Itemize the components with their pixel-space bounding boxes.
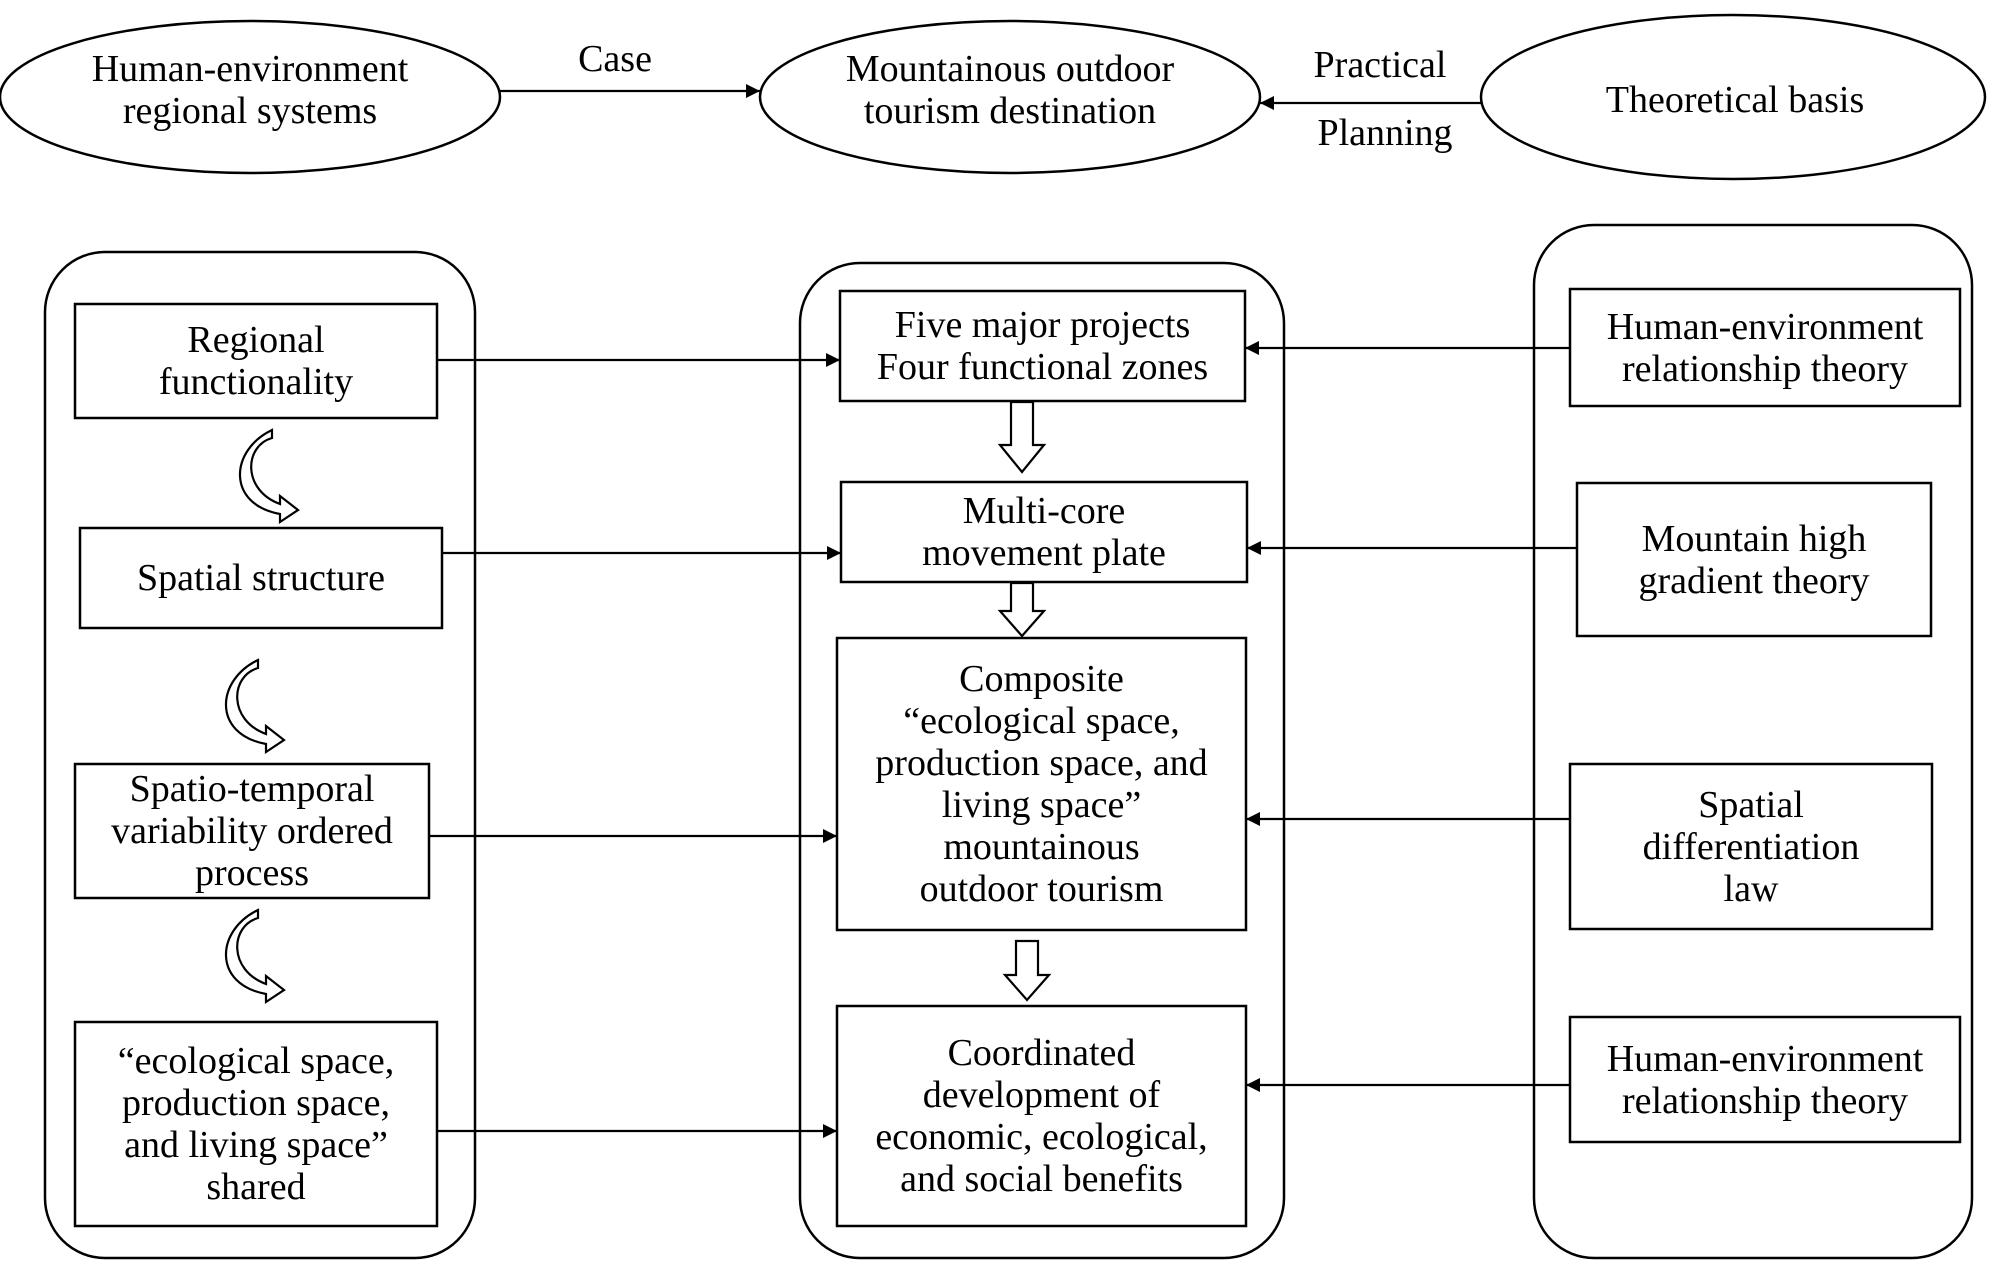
center-box-3	[835, 636, 1248, 932]
right-box-4	[1568, 1015, 1962, 1144]
label-mountainous-destination: Mountainous outdoor tourism destination	[845, 48, 1175, 132]
left-panel	[43, 250, 477, 1260]
label-human-environment-theory-1: Human-environment relationship theory	[1606, 305, 1924, 390]
right-panel	[1532, 223, 1974, 1260]
label-spatial-differentiation-law: Spatial differentiation law	[1642, 783, 1860, 910]
center-box-1	[838, 289, 1247, 403]
label-coordinated-development: Coordinated development of economic, eco…	[875, 1032, 1208, 1200]
ellipse-human-environment-systems	[0, 19, 502, 175]
label-planning: Planning	[1317, 112, 1453, 154]
curved-arrow-2	[224, 658, 286, 754]
down-arrow-2	[997, 581, 1047, 638]
ellipse-theoretical-basis	[1479, 13, 1987, 181]
label-practical: Practical	[1313, 44, 1447, 86]
label-mountain-gradient-theory: Mountain high gradient theory	[1638, 517, 1870, 602]
left-box-2	[78, 526, 444, 630]
center-box-4	[835, 1004, 1248, 1228]
left-box-3	[73, 762, 431, 900]
right-box-2	[1575, 481, 1933, 638]
right-box-1	[1568, 287, 1962, 408]
center-panel	[798, 261, 1286, 1260]
left-box-4	[73, 1020, 439, 1228]
label-human-environment-theory-2: Human-environment relationship theory	[1606, 1037, 1924, 1122]
label-regional-functionality: Regional functionality	[158, 319, 354, 403]
curved-arrow-1	[238, 428, 300, 524]
label-spatio-temporal-process: Spatio-temporal variability ordered proc…	[111, 768, 393, 894]
label-spatial-structure: Spatial structure	[137, 557, 385, 599]
down-arrow-1	[997, 400, 1047, 474]
right-box-3	[1568, 762, 1934, 931]
label-case: Case	[578, 38, 652, 80]
label-multi-core-plate: Multi-core movement plate	[922, 490, 1166, 574]
label-theoretical-basis: Theoretical basis	[1605, 79, 1865, 121]
label-shared-space: “ecological space, production space, and…	[117, 1040, 395, 1208]
label-five-projects-four-zones: Five major projects Four functional zone…	[876, 304, 1209, 388]
label-composite-tourism: Composite “ecological space, production …	[875, 658, 1208, 910]
down-arrow-3	[1002, 939, 1052, 1002]
label-human-environment-systems: Human-environment regional systems	[91, 48, 409, 132]
curved-arrow-3	[224, 908, 286, 1004]
center-box-2	[839, 480, 1249, 584]
